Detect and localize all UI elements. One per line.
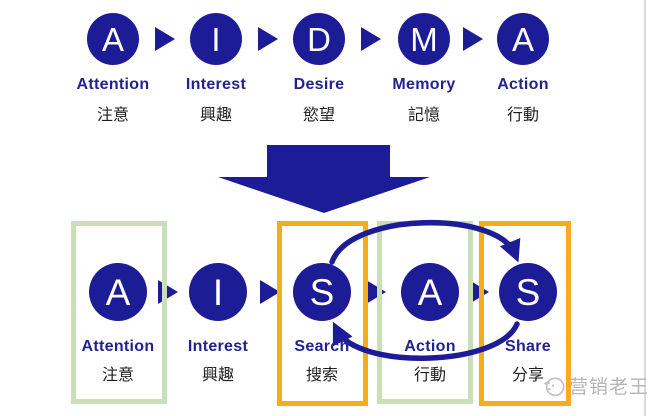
step-label-zh: 注意: [96, 107, 129, 124]
step-label-en: Attention: [76, 76, 150, 93]
step-circle: A: [497, 13, 549, 65]
step-letter: M: [410, 20, 438, 58]
step-label-zh: 行動: [506, 107, 539, 124]
step-letter: A: [105, 271, 131, 313]
step-label-zh: 興趣: [199, 107, 232, 124]
step-label-en: Interest: [187, 338, 249, 355]
aisas-step-interest: I Interest 興趣: [158, 263, 278, 385]
flow-arrow-icon: [260, 280, 280, 304]
step-letter: I: [211, 20, 221, 58]
step-circle: S: [293, 263, 351, 321]
step-label-zh: 行動: [413, 367, 446, 384]
step-letter: I: [212, 271, 224, 313]
aisas-step-search: S Search 搜索: [262, 263, 382, 385]
aidma-step-desire: D Desire 慾望: [259, 13, 379, 125]
step-circle: A: [401, 263, 459, 321]
step-letter: S: [309, 271, 335, 313]
step-circle: M: [398, 13, 450, 65]
aidma-step-action: A Action 行動: [463, 13, 583, 125]
flow-arrow-icon: [361, 27, 381, 51]
step-letter: S: [515, 271, 541, 313]
step-label-zh: 分享: [511, 367, 544, 384]
step-circle: S: [499, 263, 557, 321]
step-label-en: Attention: [81, 338, 155, 355]
step-label-zh: 記憶: [407, 107, 440, 124]
step-label-en: Share: [505, 338, 551, 355]
step-circle: A: [87, 13, 139, 65]
step-label-en: Memory: [392, 76, 456, 93]
watermark: 营销老王: [542, 372, 649, 399]
step-letter: A: [101, 20, 124, 58]
flow-arrow-icon: [155, 27, 175, 51]
aidma-step-memory: M Memory 記憶: [364, 13, 484, 125]
highlight-box-search: [277, 221, 368, 406]
watermark-text: 营销老王: [569, 377, 650, 398]
aidma-step-attention: A Attention 注意: [53, 13, 173, 125]
step-label-zh: 興趣: [201, 367, 234, 384]
step-circle: I: [190, 13, 242, 65]
step-circle: D: [293, 13, 345, 65]
step-letter: A: [417, 271, 443, 313]
step-circle: I: [189, 263, 247, 321]
step-label-zh: 注意: [101, 367, 134, 384]
aidma-step-interest: I Interest 興趣: [156, 13, 276, 125]
page-edge-divider: [644, 0, 646, 416]
step-label-zh: 搜索: [305, 367, 338, 384]
flow-arrow-icon: [258, 27, 278, 51]
step-label-en: Action: [497, 76, 549, 93]
step-label-en: Desire: [293, 76, 345, 93]
highlight-box-share: [479, 221, 571, 406]
step-label-en: Interest: [185, 76, 247, 93]
step-letter: A: [511, 20, 534, 58]
flow-arrow-icon: [463, 27, 483, 51]
step-label-en: Search: [294, 338, 350, 355]
step-label-zh: 慾望: [302, 107, 335, 124]
highlight-box-attention: [71, 221, 167, 404]
step-letter: D: [307, 20, 331, 58]
watermark-logo-icon: [544, 377, 565, 396]
step-circle: A: [89, 263, 147, 321]
aisas-step-attention: A Attention 注意: [58, 263, 178, 385]
